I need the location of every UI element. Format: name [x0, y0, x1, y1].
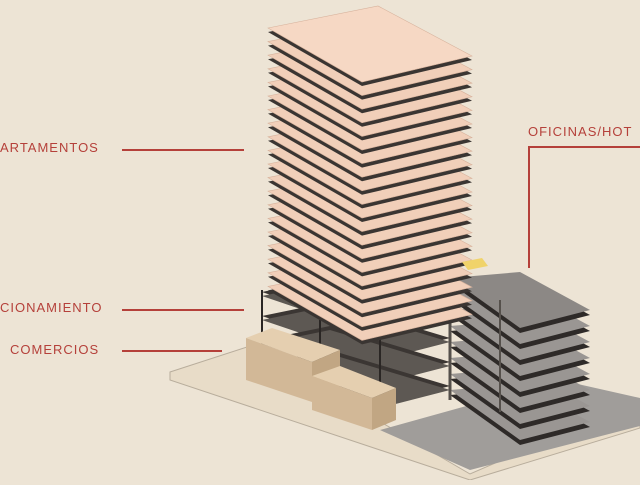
leader-comercios	[122, 350, 222, 352]
commerce-block-front	[312, 376, 372, 430]
label-oficinas-hotel: OFICINAS/HOT	[528, 124, 633, 139]
commerce-block-front	[246, 338, 312, 402]
label-estacionamiento: CIONAMIENTO	[0, 300, 103, 315]
label-apartamentos: ARTAMENTOS	[0, 140, 99, 155]
leader-oficinas-hotel-h	[528, 146, 640, 148]
label-comercios: COMERCIOS	[10, 342, 100, 357]
annex-slab	[450, 272, 590, 328]
commerce-block-top	[312, 366, 396, 398]
commerce-block-side	[372, 388, 396, 430]
tower-slab	[267, 5, 473, 83]
leader-apartamentos	[122, 149, 244, 151]
leader-oficinas-hotel-v	[528, 146, 530, 268]
leader-estacionamiento	[122, 309, 244, 311]
commerce-block-top	[246, 328, 340, 362]
accent-highlight	[462, 258, 488, 270]
